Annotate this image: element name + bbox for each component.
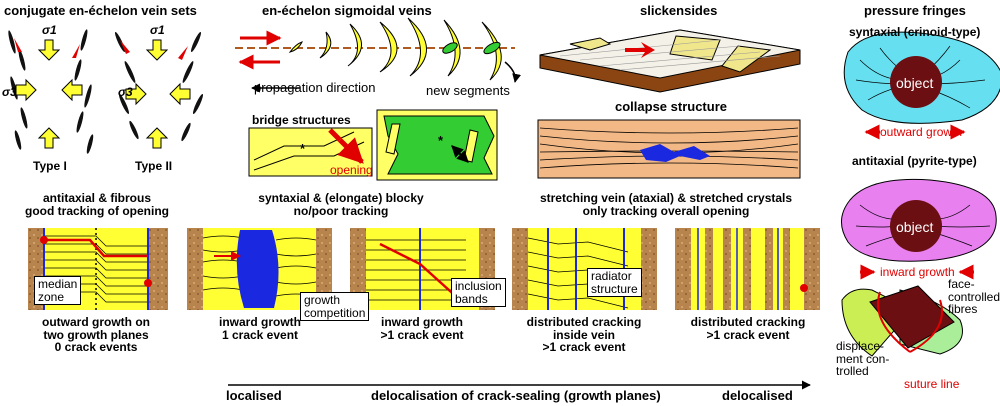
slickensides-title: slickensides bbox=[640, 3, 718, 18]
bridge-star-1: * bbox=[300, 141, 306, 156]
sigma1-label: σ1 bbox=[42, 23, 57, 37]
vein-panel-1 bbox=[28, 228, 168, 310]
propagation-label: propagation direction bbox=[254, 80, 376, 95]
caption-3: inward growth >1 crack event bbox=[380, 315, 464, 342]
caption-2: inward growth 1 crack event bbox=[219, 315, 301, 342]
axis-middle: delocalisation of crack-sealing (growth … bbox=[371, 388, 661, 403]
type-i-label: Type I bbox=[33, 159, 67, 173]
growth-competition-callout: growth competition bbox=[300, 292, 370, 322]
inclusion-bands-callout: inclusion bands bbox=[451, 278, 506, 308]
syntaxial-fringe-label: syntaxial (crinoid-type) bbox=[849, 25, 981, 39]
sigmoidal-veins-diagram bbox=[235, 17, 521, 93]
sigmoidal-title: en-échelon sigmoidal veins bbox=[262, 3, 432, 18]
suture-line-label: suture line bbox=[904, 377, 960, 391]
pressure-fringes-diagram bbox=[841, 31, 1000, 357]
face-controlled-label: face- controlled fibres bbox=[948, 277, 1000, 317]
type-ii-label: Type II bbox=[135, 159, 173, 173]
bridge-star-2: * bbox=[438, 133, 444, 148]
radiator-structure-callout: radiator structure bbox=[587, 268, 642, 298]
vein-panel-5 bbox=[675, 228, 820, 310]
conjugate-title: conjugate en-échelon vein sets bbox=[4, 3, 197, 18]
sigma3-label-2: σ3 bbox=[118, 85, 133, 99]
caption-1: outward growth on two growth planes 0 cr… bbox=[42, 315, 150, 355]
axis-delocalised: delocalised bbox=[722, 388, 793, 403]
bridge-title: bridge structures bbox=[252, 113, 351, 127]
conjugate-vein-sets-diagram bbox=[8, 29, 203, 154]
median-zone-callout: median zone bbox=[34, 276, 82, 306]
object-label-1: object bbox=[896, 75, 934, 91]
outward-growth-label: outward growth bbox=[880, 125, 963, 139]
axis-localised: localised bbox=[226, 388, 282, 403]
inward-growth-label: inward growth bbox=[880, 265, 955, 279]
collapse-title: collapse structure bbox=[615, 99, 727, 114]
sigma1-label-2: σ1 bbox=[150, 23, 165, 37]
object-label-2: object bbox=[896, 219, 934, 235]
displacement-controlled-label: displace- ment con- trolled bbox=[836, 339, 890, 379]
sigma3-label: σ3 bbox=[2, 85, 17, 99]
caption-4: distributed cracking inside vein >1 crac… bbox=[526, 315, 642, 355]
antitaxial-fringe-label: antitaxial (pyrite-type) bbox=[852, 154, 977, 168]
category-antitaxial: antitaxial & fibrous good tracking of op… bbox=[25, 191, 169, 218]
new-segments-label: new segments bbox=[426, 83, 510, 98]
vein-panel-2 bbox=[187, 228, 332, 310]
category-syntaxial: syntaxial & (elongate) blocky no/poor tr… bbox=[258, 191, 424, 218]
collapse-structure-diagram bbox=[537, 119, 801, 179]
pressure-fringes-title: pressure fringes bbox=[864, 3, 966, 18]
category-stretching: stretching vein (ataxial) & stretched cr… bbox=[539, 191, 793, 218]
bridge-structures-diagram bbox=[248, 109, 498, 181]
slickensides-diagram bbox=[539, 29, 801, 93]
caption-5: distributed cracking >1 crack event bbox=[690, 315, 806, 342]
opening-label: opening bbox=[330, 163, 373, 177]
